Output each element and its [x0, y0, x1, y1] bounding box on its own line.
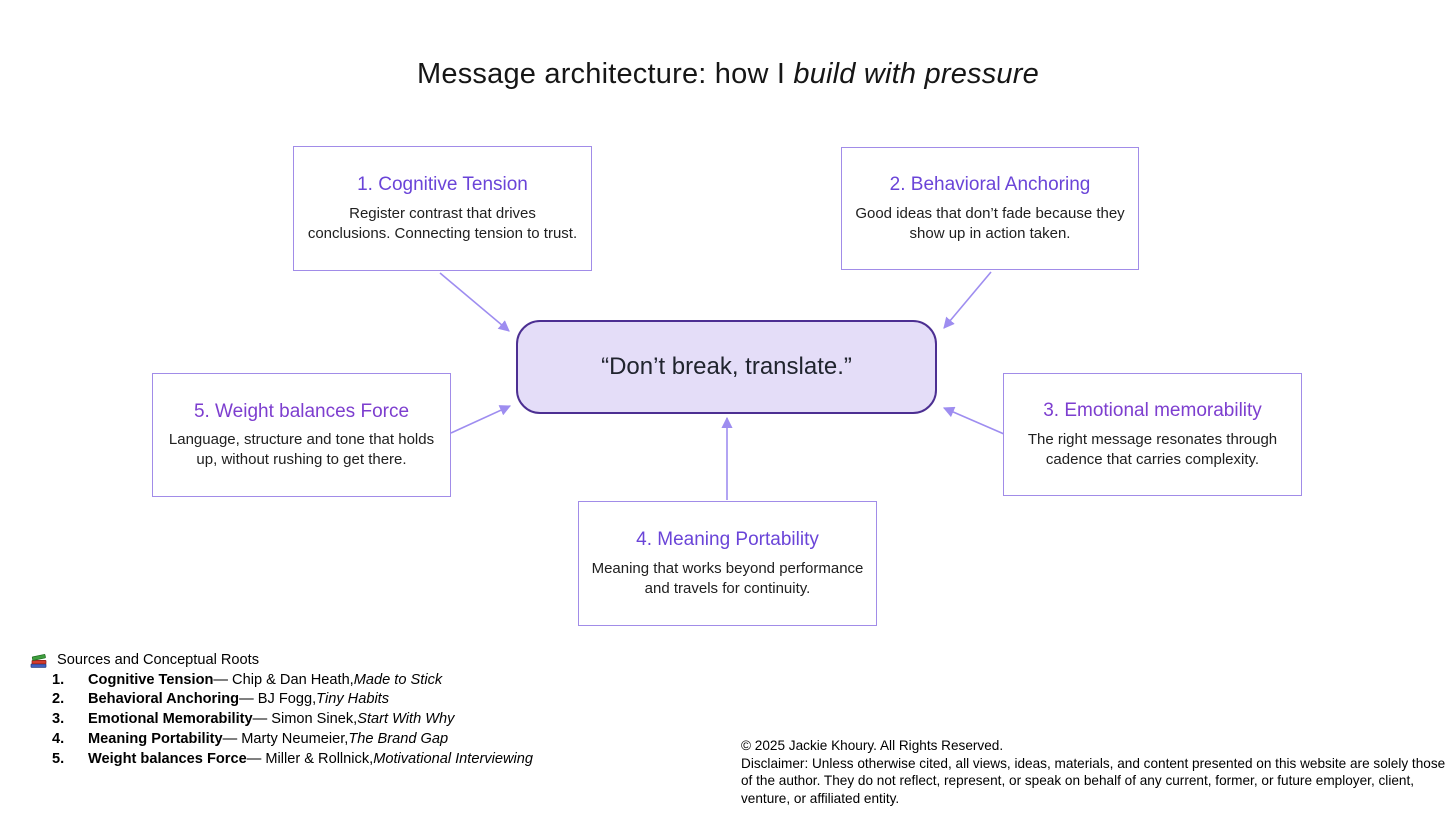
- page-title: Message architecture: how I build with p…: [0, 58, 1456, 91]
- source-item: 3.Emotional Memorability — Simon Sinek, …: [52, 710, 533, 730]
- source-authors: — Marty Neumeier,: [222, 730, 349, 747]
- node-weight-balances-force: 5. Weight balances Force Language, struc…: [152, 373, 451, 497]
- arrow-node3-to-center: [942, 406, 1005, 435]
- sources-heading-row: Sources and Conceptual Roots: [30, 651, 533, 671]
- source-authors: — Chip & Dan Heath,: [213, 671, 354, 688]
- source-item: 4.Meaning Portability — Marty Neumeier, …: [52, 730, 533, 750]
- source-work: Made to Stick: [353, 671, 443, 688]
- node-body: Language, structure and tone that holds …: [168, 431, 435, 469]
- sources-block: Sources and Conceptual Roots 1. Cognitive…: [30, 651, 533, 769]
- source-num: 3.: [52, 711, 65, 728]
- node-title: 5. Weight balances Force: [193, 400, 410, 422]
- source-authors: — Simon Sinek,: [252, 711, 358, 728]
- node-emotional-memorability: 3. Emotional memorability The right mess…: [1003, 373, 1302, 496]
- node-title: 2. Behavioral Anchoring: [889, 174, 1091, 196]
- node-cognitive-tension: 1. Cognitive Tension Register contrast t…: [293, 146, 592, 271]
- arrow-node5-to-center: [450, 405, 512, 434]
- source-authors: — BJ Fogg,: [239, 691, 317, 708]
- source-item: 5. Weight balances Force — Miller & Rolln…: [52, 750, 533, 770]
- source-num: 2.: [52, 691, 65, 708]
- node-title: 3. Emotional memorability: [1043, 400, 1262, 422]
- arrow-node2-to-center: [943, 271, 992, 329]
- copyright-line: © 2025 Jackie Khoury. All Rights Reserve…: [741, 738, 1004, 753]
- footer-copyright-block: © 2025 Jackie Khoury. All Rights Reserve…: [741, 737, 1447, 807]
- page-title-italic: build with pressure: [793, 58, 1039, 90]
- node-meaning-portability: 4. Meaning Portability Meaning that work…: [578, 501, 877, 626]
- books-icon: [30, 654, 47, 669]
- arrow-node1-to-center: [439, 272, 510, 332]
- node-body: Register contrast that drives conclusion…: [307, 204, 578, 242]
- page-title-prefix: Message architecture: how I: [417, 58, 794, 90]
- source-work: Motivational Interviewing: [373, 750, 533, 767]
- source-concept: Behavioral Anchoring: [88, 691, 240, 708]
- source-concept: Meaning Portability: [88, 730, 223, 747]
- node-title: 4. Meaning Portability: [636, 529, 819, 551]
- disclaimer-text: Disclaimer: Unless otherwise cited, all …: [741, 755, 1446, 806]
- source-authors: — Miller & Rollnick,: [246, 750, 374, 767]
- node-body: Meaning that works beyond performance an…: [591, 559, 864, 597]
- source-work: Start With Why: [357, 711, 455, 728]
- source-num: 4.: [52, 730, 65, 747]
- source-concept: Cognitive Tension: [88, 671, 214, 688]
- central-message: “Don’t break, translate.”: [516, 320, 937, 414]
- source-item: 2. Behavioral Anchoring — BJ Fogg, Tiny H…: [52, 690, 533, 710]
- source-num: 1.: [52, 671, 65, 688]
- central-message-label: “Don’t break, translate.”: [601, 353, 852, 380]
- source-concept: Weight balances Force: [88, 750, 247, 767]
- sources-heading: Sources and Conceptual Roots: [57, 652, 260, 668]
- source-work: Tiny Habits: [316, 691, 390, 708]
- source-item: 1.Cognitive Tension — Chip & Dan Heath, …: [52, 671, 533, 691]
- node-body: The right message resonates through cade…: [1027, 430, 1278, 468]
- source-num: 5.: [52, 750, 65, 767]
- node-title: 1. Cognitive Tension: [357, 174, 528, 196]
- node-body: Good ideas that don’t fade because they …: [855, 204, 1125, 242]
- node-behavioral-anchoring: 2. Behavioral Anchoring Good ideas that …: [841, 147, 1139, 270]
- source-work: The Brand Gap: [348, 730, 449, 747]
- source-concept: Emotional Memorability: [88, 711, 253, 728]
